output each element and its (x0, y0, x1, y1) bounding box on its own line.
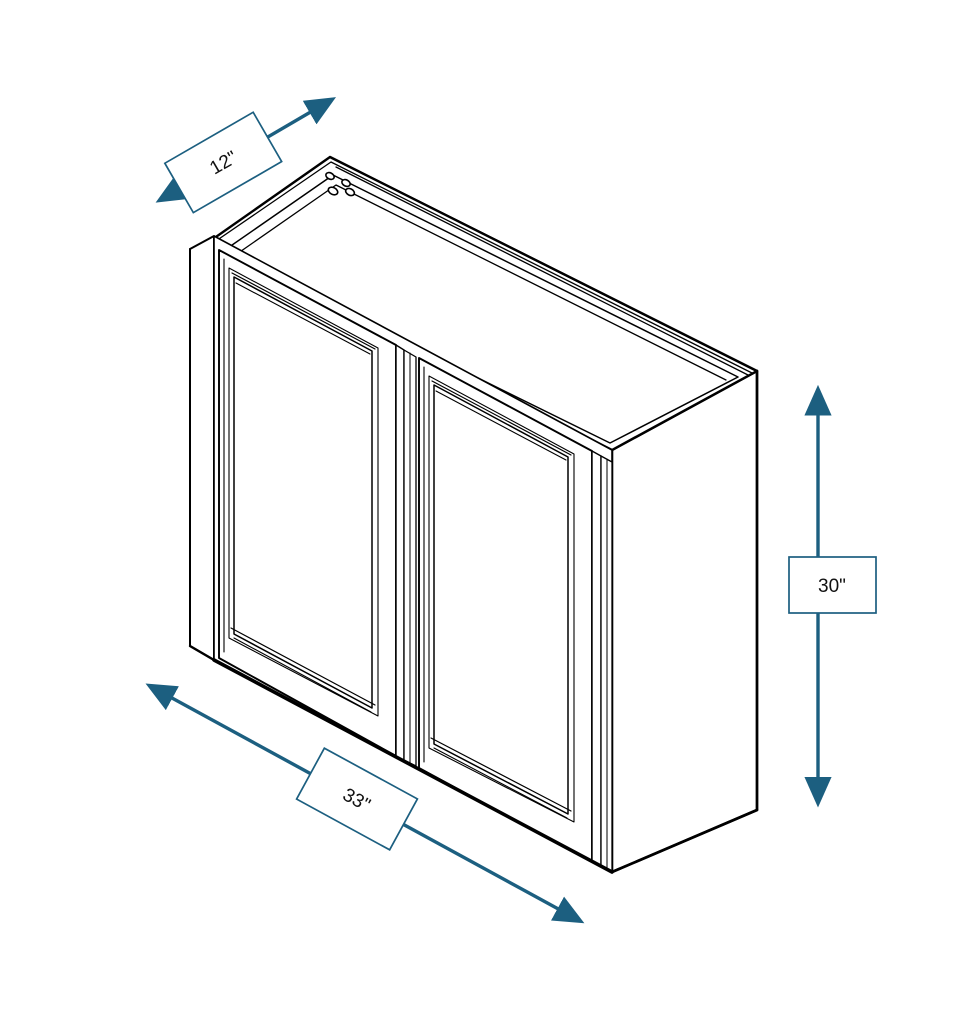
height-label-box (788, 556, 877, 614)
right-side-panel (610, 369, 759, 874)
mounting-hole-icon (341, 178, 351, 188)
depth-label-box (163, 111, 283, 214)
cabinet-body (188, 155, 759, 874)
height-dimension: 30" (788, 384, 877, 808)
depth-dimension: 12" (155, 97, 337, 214)
center-stile (403, 349, 417, 767)
width-dimension: 33" (145, 683, 585, 924)
left-side-panel (189, 235, 215, 661)
height-label-text: 30" (818, 576, 846, 597)
width-label-box (295, 747, 419, 851)
mounting-hole-icon (344, 187, 356, 197)
